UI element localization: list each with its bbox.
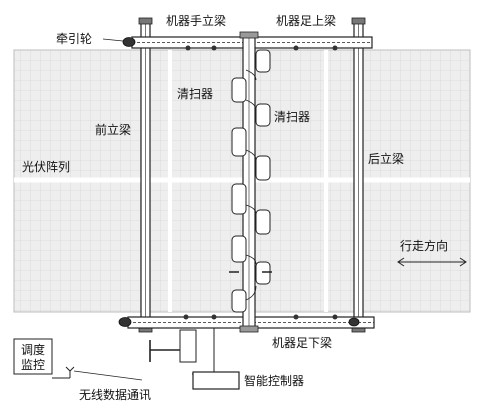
antenna-icon — [52, 366, 143, 381]
controller-wiring — [149, 328, 215, 375]
monitor-label-line2: 监控 — [21, 358, 46, 372]
front-vertical-beam — [138, 17, 153, 333]
arm-beam-label: 机器手立梁 — [166, 14, 227, 28]
top-foot-beam-label: 机器足上梁 — [276, 14, 337, 28]
wireless-label: 无线数据通讯 — [79, 388, 152, 402]
cleaner-label-2: 清扫器 — [274, 110, 311, 124]
cleaner-label-1: 清扫器 — [177, 87, 214, 101]
bottom-foot-beam-label: 机器足下梁 — [272, 336, 333, 350]
travel-direction-label: 行走方向 — [400, 239, 449, 253]
travel-direction-arrow — [397, 257, 467, 267]
traction-wheel-label: 牵引轮 — [56, 32, 93, 46]
intelligent-controller-box — [192, 371, 240, 390]
monitor-label-line1: 调度 — [21, 343, 46, 357]
dispatch-monitor-box — [13, 338, 53, 375]
controller-label: 智能控制器 — [244, 374, 305, 388]
cleaner-brushes — [229, 49, 272, 313]
leader-lines — [102, 38, 124, 42]
front-beam-label: 前立梁 — [95, 123, 132, 137]
rear-vertical-beam — [351, 17, 366, 333]
pv-array-label: 光伏阵列 — [22, 160, 71, 174]
traction-wheel-icon — [118, 37, 360, 327]
rear-beam-label: 后立梁 — [368, 152, 405, 166]
